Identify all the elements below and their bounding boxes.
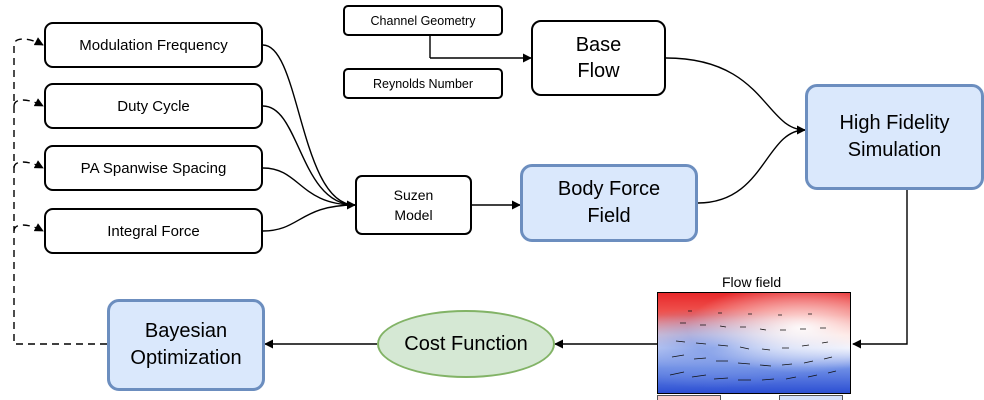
channel-geometry-node: Channel Geometry <box>343 5 503 36</box>
flow-vectors <box>669 310 837 381</box>
pa-spanwise-spacing-label: PA Spanwise Spacing <box>80 159 227 177</box>
reynolds-number-node: Reynolds Number <box>343 68 503 99</box>
flow-field-image <box>657 292 851 394</box>
reynolds-number-label: Reynolds Number <box>372 76 474 91</box>
modulation-frequency-label: Modulation Frequency <box>79 36 228 54</box>
edge-body-force-to-simulation <box>697 129 806 204</box>
base-flow-node: Base Flow <box>531 20 666 96</box>
integral-force-node: Integral Force <box>44 208 263 254</box>
suzen-model-node: Suzen Model <box>355 175 472 235</box>
body-force-field-line2: Field <box>587 205 631 227</box>
base-flow-line2: Flow <box>577 60 620 82</box>
edge-feedback-integral <box>13 223 44 232</box>
pa-spanwise-spacing-node: PA Spanwise Spacing <box>44 145 263 191</box>
duty-cycle-label: Duty Cycle <box>117 97 190 115</box>
suzen-model-line2: Model <box>394 207 433 223</box>
cost-function-label: Cost Function <box>404 332 528 355</box>
flow-field-colorbar-red <box>657 395 721 400</box>
edge-feedback-spacing <box>13 160 44 169</box>
flow-field-colorbar-blue <box>779 395 843 400</box>
modulation-frequency-node: Modulation Frequency <box>44 22 263 68</box>
body-force-field-node: Body Force Field <box>520 164 698 242</box>
flow-field-label: Flow field <box>722 274 782 290</box>
suzen-model-line1: Suzen <box>393 187 434 203</box>
edge-modulation-to-suzen <box>262 44 356 210</box>
edge-duty-to-suzen <box>262 105 356 206</box>
edge-integral-to-suzen <box>262 204 356 232</box>
high-fidelity-simulation-line1: High Fidelity <box>839 112 950 134</box>
bayesian-optimization-line1: Bayesian <box>144 320 228 342</box>
edge-spacing-to-suzen <box>262 167 356 206</box>
bayesian-optimization-node: Bayesian Optimization <box>107 299 265 391</box>
edge-feedback-dashed <box>13 37 107 345</box>
body-force-field-line1: Body Force <box>557 178 661 200</box>
bayesian-optimization-line2: Optimization <box>130 347 242 369</box>
duty-cycle-node: Duty Cycle <box>44 83 263 129</box>
edge-feedback-duty <box>13 98 44 107</box>
edge-simulation-to-flow-field <box>852 190 908 349</box>
channel-geometry-label: Channel Geometry <box>370 13 476 28</box>
high-fidelity-simulation-line2: Simulation <box>847 139 942 161</box>
edge-base-flow-to-simulation <box>665 57 806 135</box>
high-fidelity-simulation-node: High Fidelity Simulation <box>805 84 984 190</box>
base-flow-line1: Base <box>575 34 622 56</box>
integral-force-label: Integral Force <box>107 222 200 240</box>
cost-function-node: Cost Function <box>377 310 555 378</box>
